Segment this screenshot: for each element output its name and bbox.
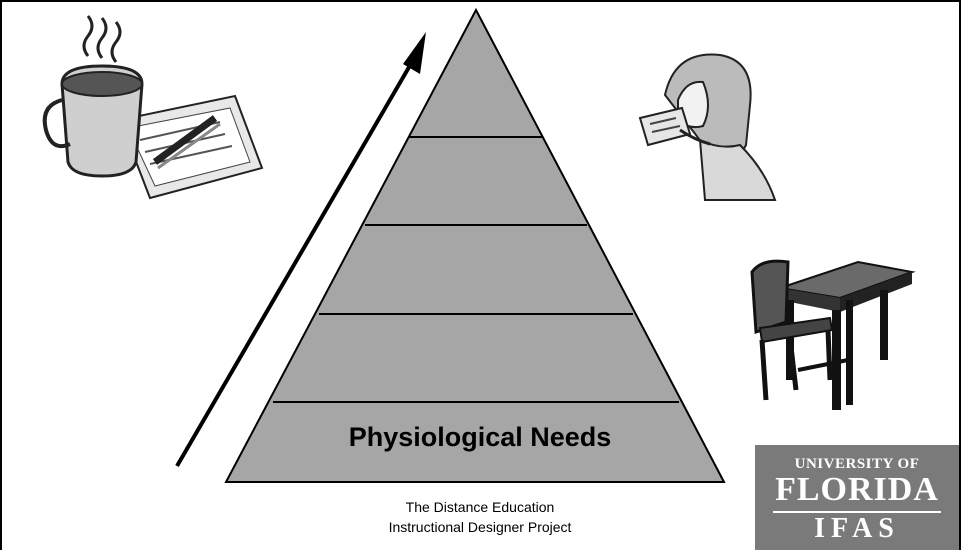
caption-line-2: Instructional Designer Project: [388, 519, 572, 535]
project-caption: The Distance Education Instructional Des…: [350, 497, 610, 537]
woman-reading-card-clipart: [638, 53, 777, 201]
school-desk-clipart: [750, 259, 916, 410]
caption-line-1: The Distance Education: [405, 499, 555, 515]
logo-divider: [773, 511, 941, 513]
needs-pyramid: [224, 7, 726, 483]
coffee-and-papers-clipart: [42, 15, 264, 200]
university-of-florida-ifas-logo: UNIVERSITY OF FLORIDA IFAS: [755, 445, 959, 550]
pyramid-shape: [224, 7, 726, 483]
logo-line-2: FLORIDA: [775, 471, 939, 508]
upward-arrow: [175, 32, 426, 468]
logo-line-3: IFAS: [814, 513, 900, 544]
logo-line-1: UNIVERSITY OF: [794, 456, 920, 472]
pyramid-level-physiological-needs: Physiological Needs: [348, 422, 612, 452]
